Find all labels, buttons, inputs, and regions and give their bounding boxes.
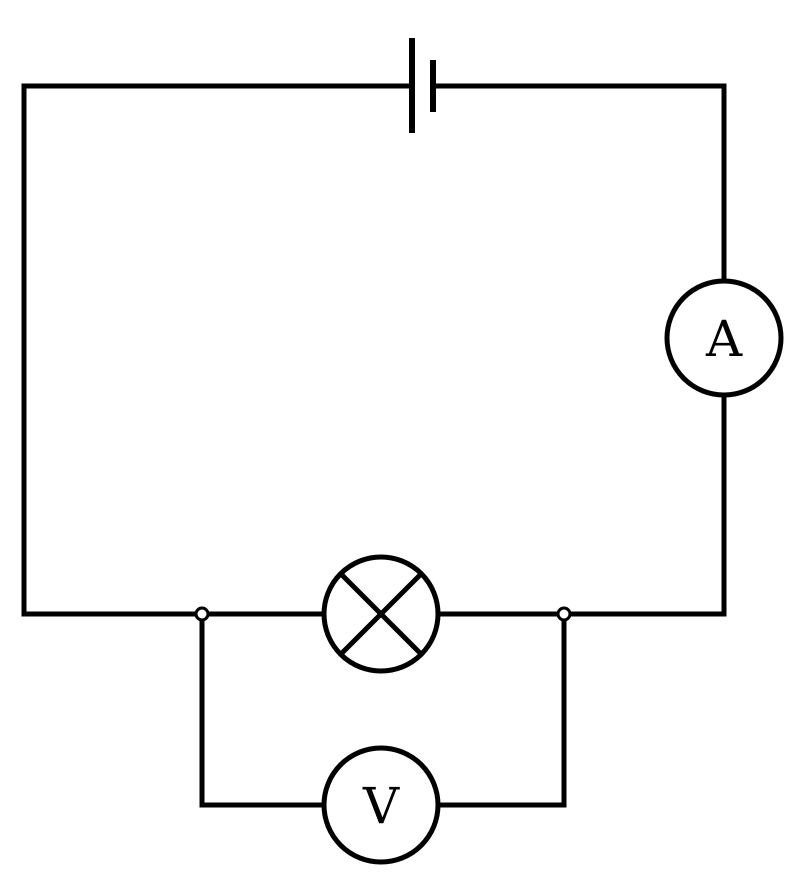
voltmeter-icon: V	[321, 745, 441, 865]
battery-cell-icon	[409, 38, 436, 133]
wire-top-left	[21, 83, 415, 617]
junction-node-left	[194, 606, 210, 622]
junction-node-right	[556, 606, 572, 622]
lamp-cross-b	[337, 570, 425, 658]
lamp-icon	[321, 554, 441, 674]
ammeter-icon: A	[664, 278, 784, 398]
wire-voltmeter-left	[199, 611, 326, 808]
wire-top-right	[430, 83, 727, 283]
circuit-wires	[21, 83, 727, 808]
voltmeter-circle	[321, 745, 441, 865]
ammeter-circle	[664, 278, 784, 398]
voltmeter-label: V	[362, 777, 400, 835]
wire-right-lower	[561, 393, 727, 617]
ammeter-label: A	[705, 310, 743, 368]
wire-voltmeter-right	[436, 611, 567, 808]
